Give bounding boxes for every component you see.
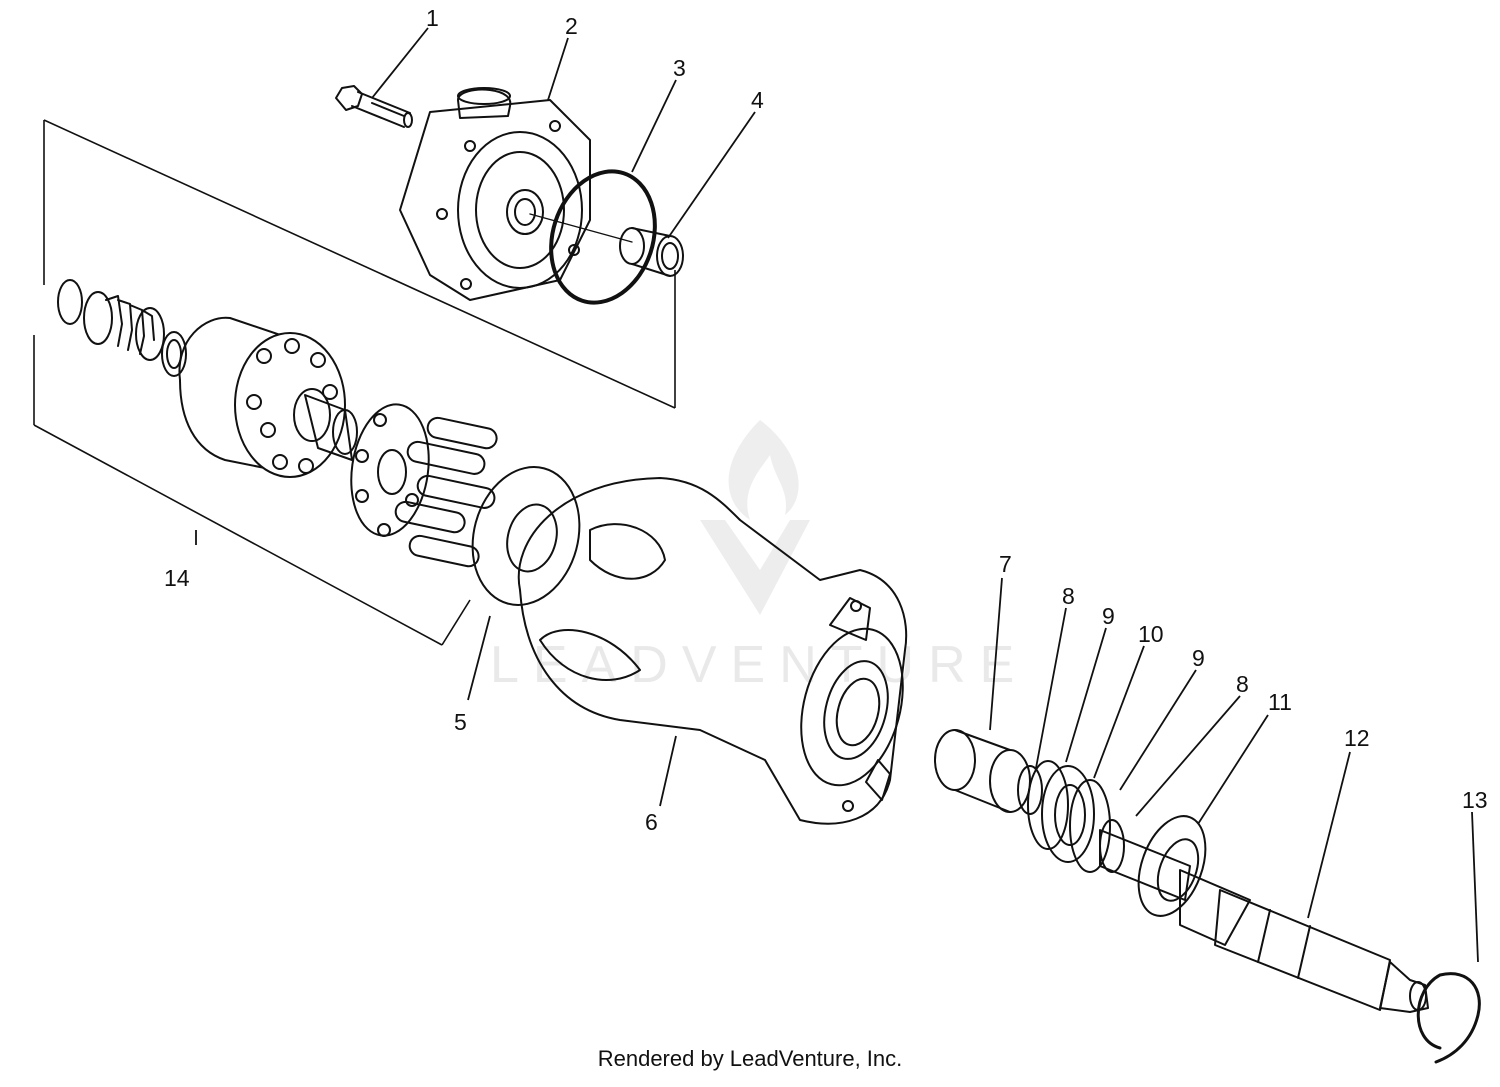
- callout-5: 5: [454, 709, 467, 735]
- callout-3: 3: [673, 55, 686, 81]
- callout-6: 6: [645, 809, 658, 835]
- part-1-bolt: [335, 85, 413, 128]
- part-14-spring-stack: [57, 279, 187, 377]
- part-8-retaining-ring-a: [1017, 765, 1043, 815]
- part-14-retainer-plate: [350, 403, 430, 537]
- watermark-logo: LEADVENTURE: [490, 420, 1028, 694]
- callout-14: 14: [164, 565, 190, 591]
- callout-7: 7: [999, 551, 1012, 577]
- part-13-retaining-ring: [1416, 972, 1481, 1064]
- part-4-bushing: [529, 213, 684, 277]
- callout-1: 1: [426, 5, 439, 31]
- callouts: 1 2 3 4 5 6 7 8 9 10 9 8 11 12 13 14: [164, 5, 1488, 835]
- part-12-shaft: [1099, 829, 1429, 1013]
- part-10-thrust-bearing: [1041, 765, 1095, 863]
- part-6-housing: [517, 477, 908, 825]
- assembly-bracket: [33, 119, 676, 646]
- part-7-bearing: [934, 729, 1031, 813]
- callout-9a: 9: [1102, 603, 1115, 629]
- part-9-thrust-race-a: [1027, 760, 1069, 850]
- callout-12: 12: [1344, 725, 1370, 751]
- callout-9b: 9: [1192, 645, 1205, 671]
- part-5-thrust-washer: [471, 466, 581, 606]
- callout-11: 11: [1268, 689, 1292, 715]
- callout-4: 4: [751, 87, 764, 113]
- part-2-end-cap: [399, 87, 591, 301]
- callout-10: 10: [1138, 621, 1164, 647]
- callout-13: 13: [1462, 787, 1488, 813]
- callout-8a: 8: [1062, 583, 1075, 609]
- part-11-seal: [1137, 815, 1207, 917]
- part-3-o-ring: [549, 169, 657, 305]
- part-14-pistons: [394, 416, 498, 568]
- part-14-cylinder-barrel: [178, 316, 358, 478]
- callout-8b: 8: [1236, 671, 1249, 697]
- leader-lines: [195, 27, 1479, 963]
- callout-2: 2: [565, 13, 578, 39]
- footer-credit: Rendered by LeadVenture, Inc.: [597, 1046, 903, 1071]
- part-8-retaining-ring-b: [1099, 819, 1125, 873]
- part-9-thrust-race-b: [1069, 779, 1111, 873]
- watermark-text: LEADVENTURE: [490, 636, 1028, 694]
